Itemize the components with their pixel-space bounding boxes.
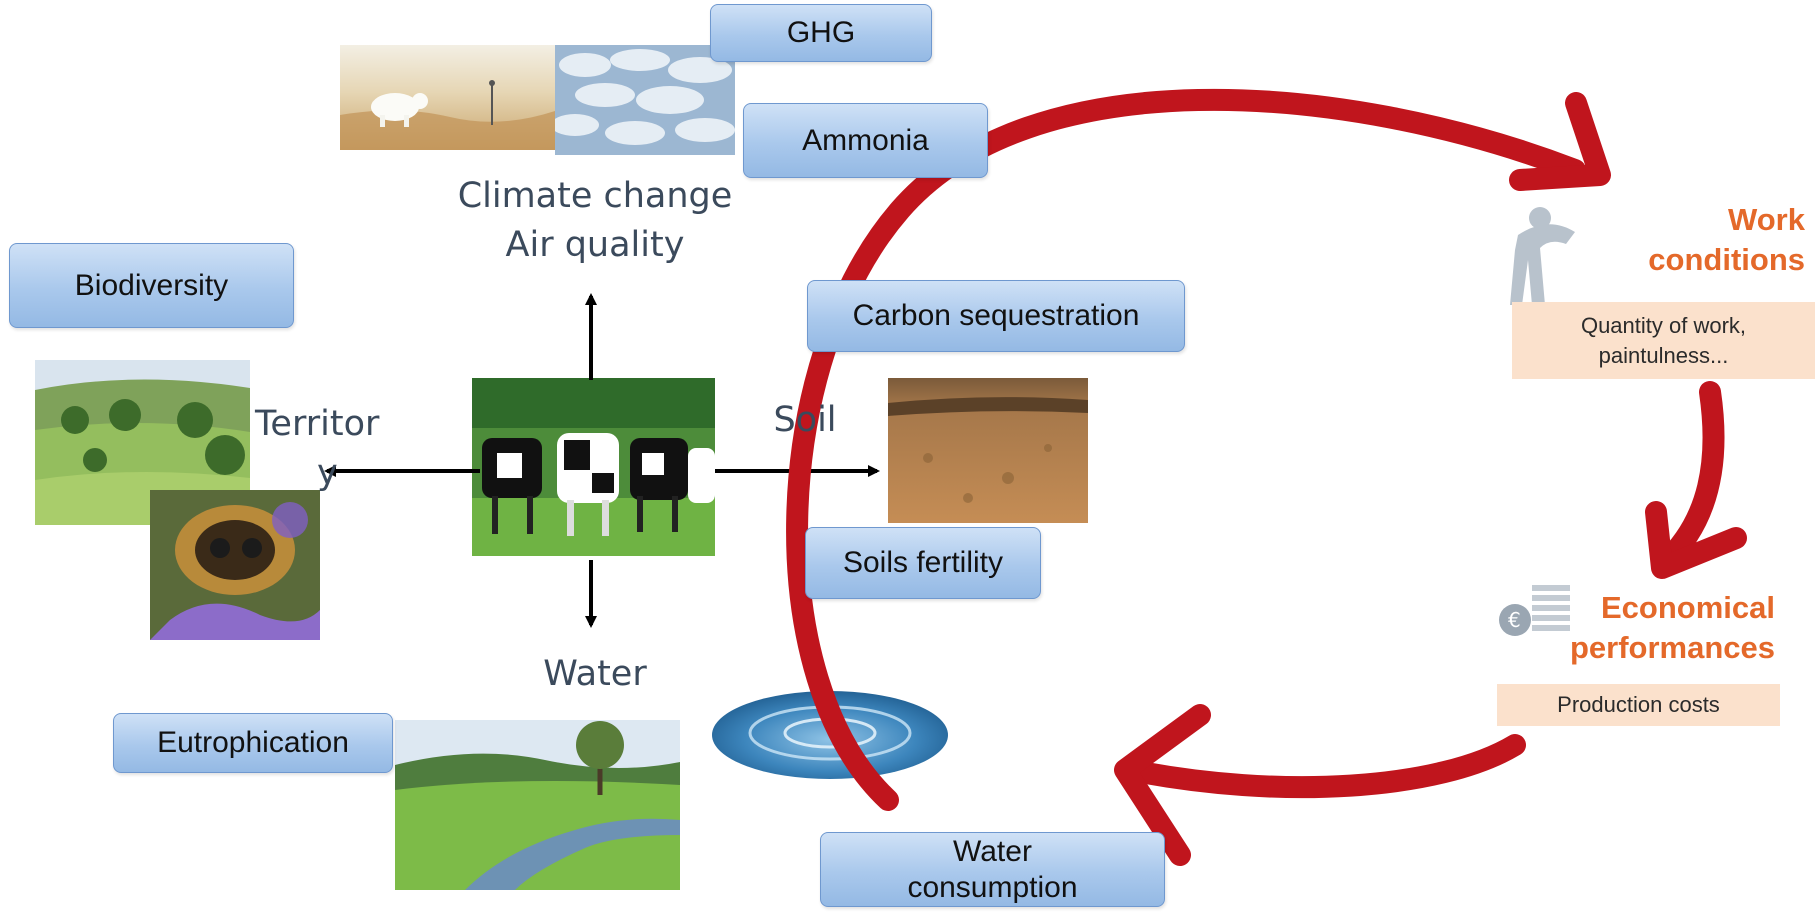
work-conditions-title: Work conditions [1570, 200, 1805, 281]
climate-label-line1: Climate change [457, 176, 733, 216]
water-consumption-line1: Water [953, 834, 1032, 868]
cycle-head-top [1509, 92, 1611, 191]
climate-photo [340, 45, 555, 150]
cycle-arc-bottom [1119, 734, 1526, 799]
stream-photo-art [395, 720, 680, 890]
water-label: Water [543, 654, 647, 694]
territory-label-line2: y [317, 453, 338, 493]
cycle-head-right [1645, 501, 1747, 579]
soil-label: Soil [773, 400, 837, 440]
biodiversity-box: Biodiversity [9, 243, 294, 328]
soils-fertility-box: Soils fertility [805, 527, 1041, 599]
worker-icon [1510, 207, 1575, 305]
climate-label: Climate change Air quality [445, 172, 745, 270]
stream-photo [395, 720, 680, 890]
coins-icon: € [1499, 585, 1570, 636]
economical-performances-title: Economical performances [1540, 588, 1775, 669]
cow-herd-photo [472, 378, 715, 556]
work-conditions-detail: Quantity of work, paintulness... [1512, 302, 1815, 379]
economical-performances-detail: Production costs [1497, 684, 1780, 726]
carbon-sequestration-box: Carbon sequestration [807, 280, 1185, 352]
cycle-head-bottom [1114, 704, 1211, 866]
cycle-arc-top [786, 88, 1586, 811]
work-title-line1: Work [1728, 202, 1805, 237]
svg-text:€: € [1508, 608, 1521, 632]
work-title-line2: conditions [1648, 242, 1805, 278]
cow-herd-photo-art [472, 378, 715, 556]
work-detail-line2: paintulness... [1598, 342, 1729, 368]
water-consumption-line2: consumption [907, 870, 1078, 904]
work-detail-line1: Quantity of work, [1580, 312, 1747, 338]
bee-photo-art [150, 490, 320, 640]
econ-title-line2: performances [1569, 630, 1775, 666]
ghg-box: GHG [710, 4, 932, 62]
climate-label-line2: Air quality [505, 225, 685, 265]
sky-photo-art [555, 45, 735, 155]
sky-photo [555, 45, 735, 155]
econ-title-line1: Economical [1601, 590, 1775, 625]
eutrophication-box: Eutrophication [113, 713, 393, 773]
territory-label: Territor y [255, 400, 395, 498]
climate-photo-art [340, 45, 555, 150]
bee-photo [150, 490, 320, 640]
cycle-arc-right [1654, 381, 1725, 573]
ammonia-box: Ammonia [743, 103, 988, 178]
water-consumption-box: Water consumption [820, 832, 1165, 907]
soil-photo-art [888, 378, 1088, 523]
soil-photo [888, 378, 1088, 523]
territory-label-line1: Territor [255, 404, 380, 444]
